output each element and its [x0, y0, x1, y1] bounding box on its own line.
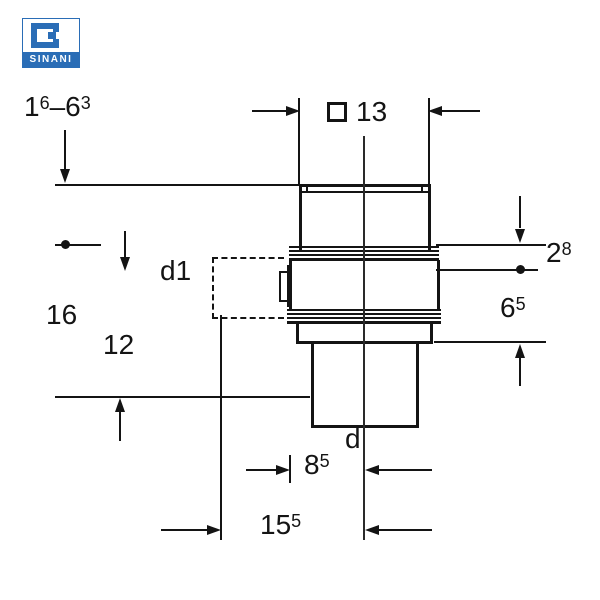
dim-arrowhead-down: [60, 169, 70, 183]
pipe-rim-tick: [421, 185, 423, 191]
dim-arrowhead-left: [365, 465, 379, 475]
dim-line: [519, 196, 521, 228]
brand-mark-icon: [23, 19, 79, 52]
dim-arrowhead-down: [515, 229, 525, 243]
dim-arrowhead-right: [207, 525, 221, 535]
square-symbol-icon: [327, 102, 347, 123]
reference-line: [436, 269, 538, 271]
dim-text-part: 2: [546, 237, 562, 268]
dim-line: [379, 529, 432, 531]
dim-line: [379, 469, 432, 471]
extension-line: [220, 315, 222, 540]
dim-insertion-range: 16–63: [24, 91, 91, 123]
dim-line: [119, 410, 121, 441]
side-inlet-cap-edge: [279, 271, 289, 273]
dim-text-part: 6: [500, 292, 516, 323]
dim-sup-part: 3: [80, 93, 91, 113]
dim-line: [161, 529, 207, 531]
reference-line: [55, 184, 300, 186]
dim-line: [442, 110, 480, 112]
dim-arrowhead-up: [115, 398, 125, 412]
pipe-wall: [430, 323, 433, 343]
pipe-wall: [299, 184, 302, 250]
pipe-wall: [428, 184, 431, 250]
label-d1: d1: [160, 255, 192, 286]
dim-arrowhead-down: [120, 257, 130, 271]
brand-logo: SINANI: [22, 18, 80, 68]
centerline: [363, 136, 365, 540]
dim-line: [64, 130, 66, 170]
dim-width-85: 85: [304, 449, 330, 481]
side-inlet-dashed-outline: [212, 257, 284, 319]
dim-height-16: 16: [46, 299, 78, 330]
dim-sup-part: 6: [39, 93, 50, 113]
pipe-wall: [416, 343, 419, 428]
dim-sup-part: 8: [561, 239, 572, 259]
dim-text-part: 1: [24, 91, 40, 122]
dim-offset-28: 28: [546, 237, 572, 269]
dim-sup-part: 5: [319, 451, 330, 471]
dim-arrowhead-left: [365, 525, 379, 535]
reference-line: [436, 244, 546, 246]
dim-sup-part: 5: [515, 294, 526, 314]
reference-line: [434, 341, 546, 343]
dim-line: [246, 469, 276, 471]
dim-line: [252, 110, 286, 112]
reference-line: [55, 396, 310, 398]
side-inlet-flange: [287, 265, 289, 307]
extension-line: [298, 98, 300, 186]
brand-name: SINANI: [23, 52, 79, 67]
dim-dot: [61, 240, 70, 249]
side-inlet-cap: [279, 271, 281, 302]
label-d: d: [345, 423, 361, 454]
dim-arrowhead-right: [286, 106, 300, 116]
dim-text-part: 8: [304, 449, 320, 480]
reference-line: [55, 244, 101, 246]
extension-line: [428, 98, 430, 186]
dim-sup-part: 5: [291, 511, 302, 531]
pipe-wall: [437, 260, 440, 310]
dim-dot: [516, 265, 525, 274]
dim-arrowhead-right: [276, 465, 290, 475]
pipe-wall: [289, 260, 292, 310]
dim-height-12: 12: [103, 329, 135, 360]
dim-arrowhead-up: [515, 344, 525, 358]
pipe-edge: [299, 184, 431, 187]
pipe-rim-tick: [306, 185, 308, 191]
side-inlet-cap-edge: [279, 300, 289, 302]
dim-offset-65: 65: [500, 292, 526, 324]
dim-width-155: 155: [260, 509, 302, 541]
brand-mark-inner-square: [48, 32, 56, 39]
dim-text-part: 13: [356, 96, 388, 127]
extension-line: [289, 455, 291, 483]
dim-text-part: 6: [65, 91, 81, 122]
dim-arrowhead-left: [428, 106, 442, 116]
dim-line: [519, 356, 521, 386]
pipe-wall: [296, 323, 299, 343]
pipe-wall: [311, 343, 314, 428]
dim-square-width: 13: [327, 96, 388, 128]
dim-text-part: –: [49, 91, 66, 122]
pipe-shoulder-edge: [296, 341, 433, 344]
dim-text-part: 15: [260, 509, 292, 540]
pipe-rim-line: [299, 191, 431, 193]
dim-line: [124, 231, 126, 258]
pipe-edge: [311, 425, 419, 428]
